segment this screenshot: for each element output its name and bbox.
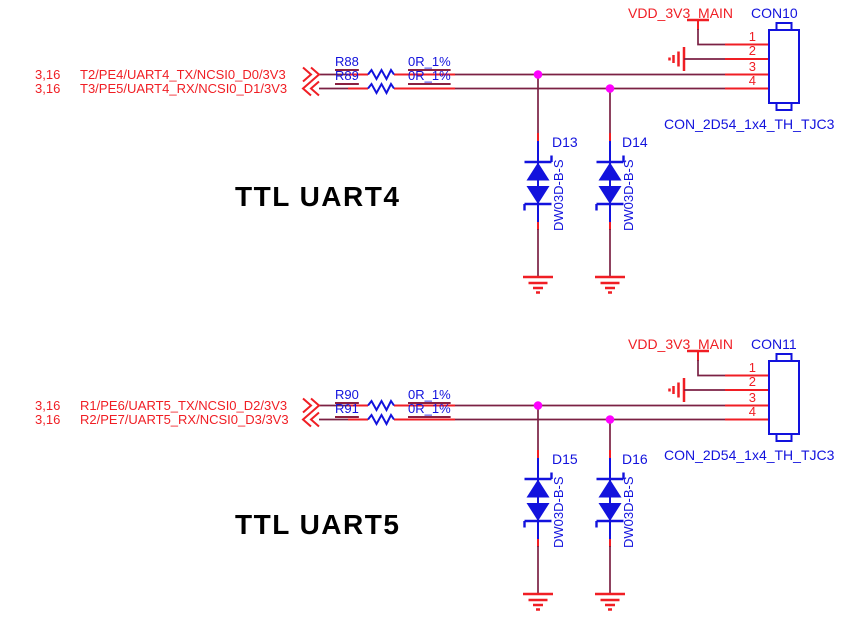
resistor-value: 0R_1% — [408, 401, 451, 416]
junction-dot — [605, 84, 615, 93]
diode-part-label: DW03D-B-S — [621, 476, 636, 548]
junction-dot — [533, 70, 543, 79]
uart4-rx-chevron-icon — [302, 80, 320, 97]
connector-ref: CON10 — [751, 5, 798, 21]
sheet-ref: 3,16 — [35, 67, 61, 82]
junction-dot — [533, 401, 543, 410]
power-net-label: VDD_3V3_MAIN — [628, 336, 734, 352]
pin-number: 2 — [748, 43, 756, 58]
sheet-ref: 3,16 — [35, 398, 61, 413]
resistor-value: 0R_1% — [408, 68, 451, 83]
net-label-tx: T2/PE4/UART4_TX/NCSI0_D0/3V3 — [80, 67, 286, 82]
resistor-value: 0R_1% — [408, 54, 451, 69]
diode-ref: D14 — [622, 134, 648, 150]
pin-number: 4 — [748, 73, 756, 88]
pin-number: 3 — [748, 390, 756, 405]
uart4-tx-chevron-icon — [302, 66, 320, 83]
connector-part-label: CON_2D54_1x4_TH_TJC3 — [664, 447, 835, 463]
uart5-rx-chevron-icon — [302, 411, 320, 428]
diode-ref: D16 — [622, 451, 648, 467]
pin-number: 3 — [748, 59, 756, 74]
diode-D15-symbol — [521, 448, 555, 611]
junction-dot — [605, 415, 615, 424]
section-title: TTL UART4 — [235, 181, 401, 212]
uart5-tx-chevron-icon — [302, 397, 320, 414]
connector-part-label: CON_2D54_1x4_TH_TJC3 — [664, 116, 835, 132]
sheet-ref: 3,16 — [35, 412, 61, 427]
uart4-branch-stubs — [537, 74, 611, 134]
diode-part-label: DW03D-B-S — [621, 159, 636, 231]
pin-number: 1 — [748, 360, 756, 375]
uart4-rx-wire — [318, 83, 726, 94]
pin-number: 2 — [748, 374, 756, 389]
resistor-value: 0R_1% — [408, 387, 451, 402]
resistor-ref: R88 — [335, 54, 359, 69]
resistor-ref: R90 — [335, 387, 359, 402]
sheet-ref: 3,16 — [35, 81, 61, 96]
net-label-rx: T3/PE5/UART4_RX/NCSI0_D1/3V3 — [80, 81, 288, 96]
power-net-label: VDD_3V3_MAIN — [628, 5, 734, 21]
uart5-branch-stubs — [537, 405, 611, 451]
resistor-ref: R89 — [335, 68, 359, 83]
resistor-ref: R91 — [335, 401, 359, 416]
uart5-rx-wire — [318, 414, 726, 425]
uart4-tx-wire — [318, 69, 726, 80]
diode-ref: D13 — [552, 134, 578, 150]
connector-ref: CON11 — [751, 336, 797, 352]
section-title: TTL UART5 — [235, 509, 401, 540]
net-label-tx: R1/PE6/UART5_TX/NCSI0_D2/3V3 — [80, 398, 288, 413]
diode-ref: D15 — [552, 451, 578, 467]
pin-number: 4 — [748, 404, 756, 419]
net-label-rx: R2/PE7/UART5_RX/NCSI0_D3/3V3 — [80, 412, 289, 427]
diode-part-label: DW03D-B-S — [551, 476, 566, 548]
uart5-tx-wire — [318, 400, 726, 411]
diode-part-label: DW03D-B-S — [551, 159, 566, 231]
diode-D13-symbol — [521, 131, 555, 294]
pin-number: 1 — [748, 29, 756, 44]
